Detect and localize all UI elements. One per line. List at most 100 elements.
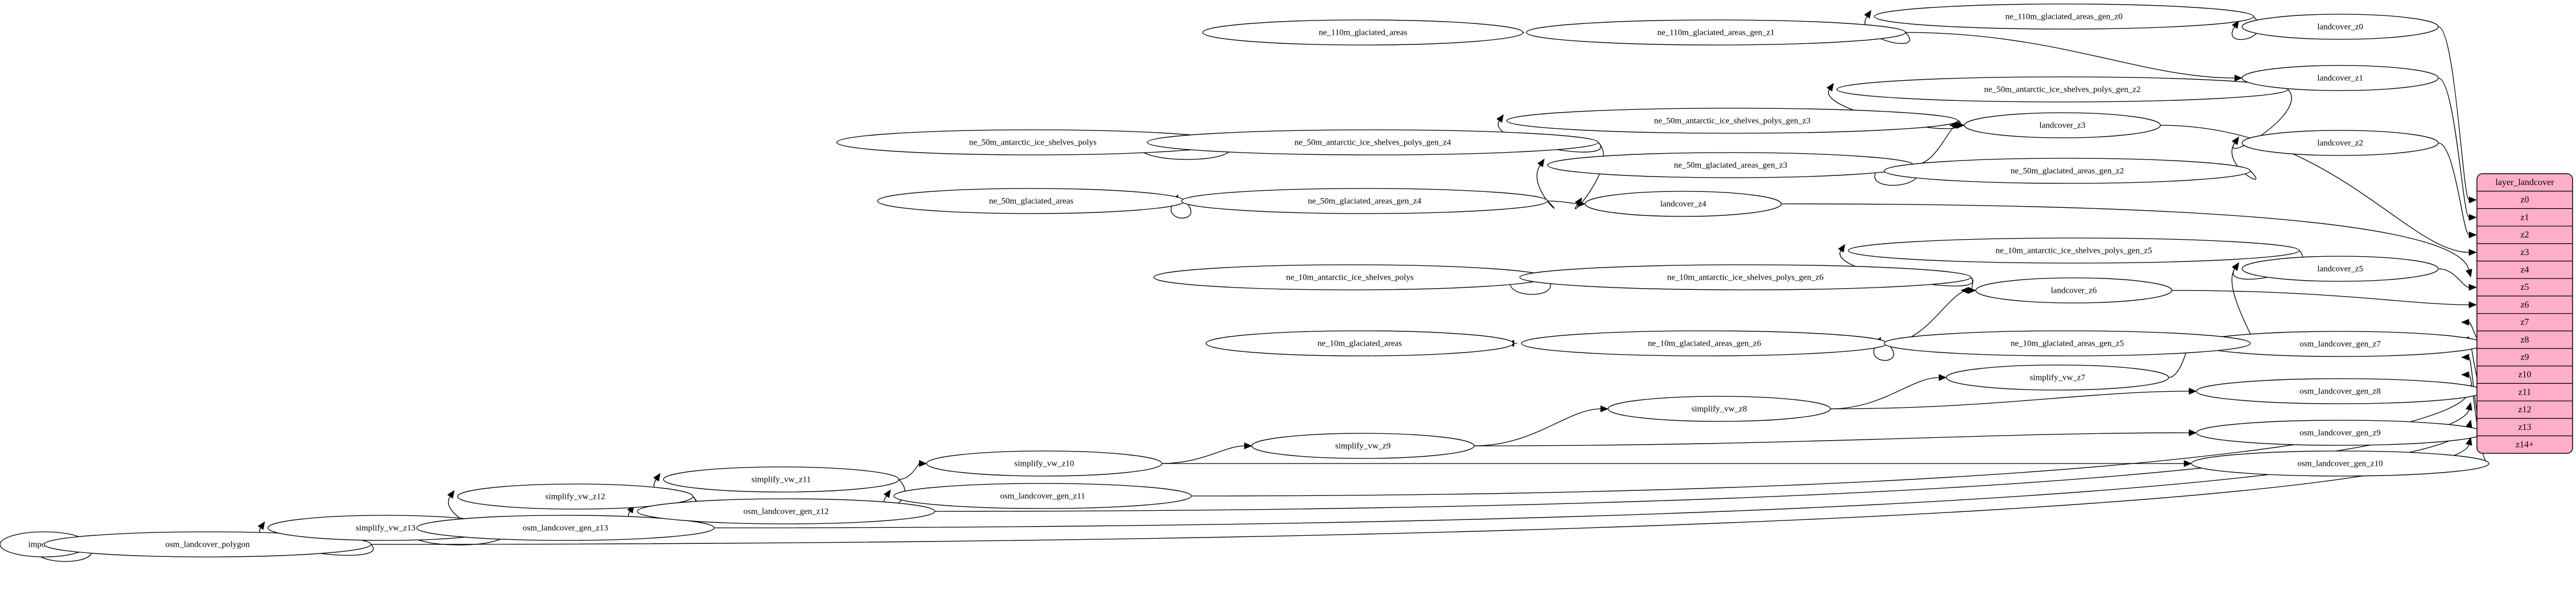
node-shape: [663, 466, 900, 493]
node-label: simplify_vw_z7: [2030, 373, 2086, 382]
graph-node-simplify_vw_z7[interactable]: simplify_vw_z7: [1946, 364, 2169, 391]
graph-node-ne_110m_glaciated_areas_gen_z1[interactable]: ne_110m_glaciated_areas_gen_z1: [1525, 19, 1906, 46]
node-shape: [1202, 19, 1524, 46]
edge-arrowhead: [883, 489, 891, 498]
edge-arrowhead: [653, 473, 661, 482]
graph-node-ne_10m_antarctic_ice_shelves_polys[interactable]: ne_10m_antarctic_ice_shelves_polys: [1153, 264, 1547, 290]
node-label: landcover_z3: [2040, 121, 2086, 130]
edge-arrowhead: [2466, 437, 2472, 446]
graph-node-ne_110m_glaciated_areas[interactable]: ne_110m_glaciated_areas: [1202, 19, 1524, 46]
graph-node-landcover_z2[interactable]: landcover_z2: [2241, 130, 2439, 156]
graph-node-ne_50m_glaciated_areas_gen_z4[interactable]: ne_50m_glaciated_areas_gen_z4: [1181, 188, 1548, 214]
edge-osm_landcover_gen_z10-to-layer_landcover_z10: [2468, 374, 2489, 464]
node-shape: [1506, 108, 1958, 134]
edge-arrowhead: [2232, 20, 2239, 29]
edge-arrowhead: [1938, 374, 1947, 381]
graph-node-ne_10m_antarctic_ice_shelves_polys_gen_z5[interactable]: ne_10m_antarctic_ice_shelves_polys_gen_z…: [1848, 237, 2300, 264]
table-row-label-z6: z6: [2520, 300, 2529, 310]
edge-osm_landcover_gen_z13-to-layer_landcover_z13: [714, 427, 2470, 528]
graph-node-osm_landcover_gen_z12[interactable]: osm_landcover_gen_z12: [637, 498, 936, 524]
graph-node-ne_50m_glaciated_areas_gen_z2[interactable]: ne_50m_glaciated_areas_gen_z2: [1884, 158, 2251, 184]
graph-node-ne_110m_glaciated_areas_gen_z0[interactable]: ne_110m_glaciated_areas_gen_z0: [1874, 3, 2254, 30]
graph-node-osm_landcover_gen_z13[interactable]: osm_landcover_gen_z13: [416, 515, 715, 541]
graph-node-simplify_vw_z9[interactable]: simplify_vw_z9: [1251, 433, 1475, 459]
node-label: ne_50m_antarctic_ice_shelves_polys_gen_z…: [1984, 85, 2140, 94]
graph-node-ne_50m_glaciated_areas[interactable]: ne_50m_glaciated_areas: [877, 188, 1186, 214]
edge-ne_10m_antarctic_ice_shelves_polys_gen_z6-to-landcover_z6: [1968, 277, 1974, 291]
edge-arrowhead: [1949, 122, 1958, 129]
graph-node-ne_10m_glaciated_areas_gen_z5[interactable]: ne_10m_glaciated_areas_gen_z5: [1884, 330, 2251, 356]
graph-node-simplify_vw_z12[interactable]: simplify_vw_z12: [457, 483, 694, 510]
edge-landcover_z1-to-layer_landcover_z1: [2438, 77, 2470, 218]
edge-arrowhead: [257, 521, 265, 530]
table-row-z13[interactable]: [2477, 418, 2573, 437]
graph-node-landcover_z3[interactable]: landcover_z3: [1964, 112, 2161, 138]
edge-ne_50m_antarctic_ice_shelves_polys_gen_z4-to-landcover_z4: [1574, 142, 1604, 210]
edge-ne_50m_glaciated_areas_gen_z3-to-landcover_z3: [1913, 125, 1957, 166]
edge-osm_landcover_gen_z11-to-layer_landcover_z11: [1191, 392, 2470, 497]
edge-arrowhead: [2466, 402, 2472, 411]
edge-simplify_vw_z10-to-simplify_vw_z9: [1162, 445, 1245, 464]
node-shape: [1251, 433, 1475, 459]
table-row-z11[interactable]: [2477, 383, 2573, 401]
graph-node-landcover_z4[interactable]: landcover_z4: [1585, 191, 1782, 217]
edge-arrowhead: [1496, 114, 1504, 123]
node-label: simplify_vw_z11: [752, 475, 811, 484]
node-shape: [1519, 264, 1971, 290]
graph-node-ne_50m_antarctic_ice_shelves_polys_gen_z3[interactable]: ne_50m_antarctic_ice_shelves_polys_gen_z…: [1506, 108, 1958, 134]
graph-node-landcover_z5[interactable]: landcover_z5: [2241, 256, 2439, 282]
graph-node-ne_50m_antarctic_ice_shelves_polys_gen_z4[interactable]: ne_50m_antarctic_ice_shelves_polys_gen_z…: [1147, 129, 1599, 155]
node-label: osm_landcover_gen_z11: [1000, 491, 1085, 501]
edge-simplify_vw_z11-to-simplify_vw_z10: [899, 463, 920, 480]
table-row-z8[interactable]: [2477, 330, 2573, 349]
graph-node-landcover_z1[interactable]: landcover_z1: [2241, 65, 2439, 91]
graph-node-simplify_vw_z10[interactable]: simplify_vw_z10: [926, 450, 1163, 477]
node-shape: [1181, 188, 1548, 214]
table-row-z7[interactable]: [2477, 313, 2573, 331]
edge-arrowhead: [918, 460, 928, 467]
node-label: landcover_z4: [1660, 199, 1707, 208]
graph-node-osm_landcover_gen_z8[interactable]: osm_landcover_gen_z8: [2196, 378, 2485, 404]
node-label: ne_10m_glaciated_areas_gen_z6: [1648, 339, 1762, 348]
table-row-z9[interactable]: [2477, 348, 2573, 367]
graph-node-ne_10m_antarctic_ice_shelves_polys_gen_z6[interactable]: ne_10m_antarctic_ice_shelves_polys_gen_z…: [1519, 264, 1971, 290]
graph-node-osm_landcover_gen_z10[interactable]: osm_landcover_gen_z10: [2191, 450, 2489, 477]
node-shape: [1525, 19, 1906, 46]
node-label: simplify_vw_z13: [356, 523, 416, 532]
edge-simplify_vw_z8-to-osm_landcover_gen_z8: [1830, 391, 2189, 409]
graph-node-simplify_vw_z11[interactable]: simplify_vw_z11: [663, 466, 900, 493]
edge-arrowhead: [2188, 429, 2197, 436]
edge-arrowhead: [2461, 371, 2470, 379]
edge-landcover_z2-to-layer_landcover_z2: [2438, 142, 2470, 236]
table-row-label-z10: z10: [2518, 370, 2531, 380]
graph-node-landcover_z0[interactable]: landcover_z0: [2241, 14, 2439, 40]
node-label: landcover_z1: [2317, 73, 2363, 83]
graph-node-osm_landcover_gen_z11[interactable]: osm_landcover_gen_z11: [893, 483, 1192, 509]
graph-node-ne_50m_glaciated_areas_gen_z3[interactable]: ne_50m_glaciated_areas_gen_z3: [1547, 152, 1914, 178]
table-row-label-z1: z1: [2520, 212, 2529, 222]
table-row-z4[interactable]: [2477, 260, 2573, 279]
edge-arrowhead: [2234, 75, 2243, 81]
graph-node-ne_10m_glaciated_areas[interactable]: ne_10m_glaciated_areas: [1205, 330, 1514, 356]
edge-ne_50m_antarctic_ice_shelves_polys_gen_z2-to-landcover_z2: [2233, 89, 2292, 149]
node-label: ne_10m_antarctic_ice_shelves_polys_gen_z…: [1667, 273, 1824, 282]
table-row-z10[interactable]: [2477, 366, 2573, 384]
edge-arrowhead: [1600, 405, 1609, 412]
table-row-label-z9: z9: [2520, 352, 2529, 362]
graph-node-osm_landcover_gen_z9[interactable]: osm_landcover_gen_z9: [2196, 420, 2485, 446]
graph-node-landcover_z6[interactable]: landcover_z6: [1975, 277, 2172, 304]
edge-arrowhead: [1244, 442, 1253, 449]
graph-node-osm_landcover_polygon[interactable]: osm_landcover_polygon: [43, 531, 372, 557]
node-shape: [1975, 277, 2172, 304]
graph-node-ne_50m_antarctic_ice_shelves_polys[interactable]: ne_50m_antarctic_ice_shelves_polys: [836, 129, 1229, 155]
table-row-z5[interactable]: [2477, 278, 2573, 297]
table-row-label-z4: z4: [2520, 265, 2529, 275]
edge-ne_50m_antarctic_ice_shelves_polys_gen_z3-to-landcover_z3: [1956, 120, 1961, 126]
graph-node-osm_landcover_gen_z7[interactable]: osm_landcover_gen_z7: [2196, 331, 2485, 357]
graph-node-ne_50m_antarctic_ice_shelves_polys_gen_z2[interactable]: ne_50m_antarctic_ice_shelves_polys_gen_z…: [1836, 76, 2288, 102]
table-row-z6[interactable]: [2477, 296, 2573, 314]
graph-node-ne_10m_glaciated_areas_gen_z6[interactable]: ne_10m_glaciated_areas_gen_z6: [1521, 330, 1888, 356]
node-label: simplify_vw_z8: [1691, 404, 1747, 413]
graph-node-simplify_vw_z8[interactable]: simplify_vw_z8: [1607, 396, 1831, 422]
node-label: ne_50m_glaciated_areas_gen_z2: [2011, 166, 2124, 175]
